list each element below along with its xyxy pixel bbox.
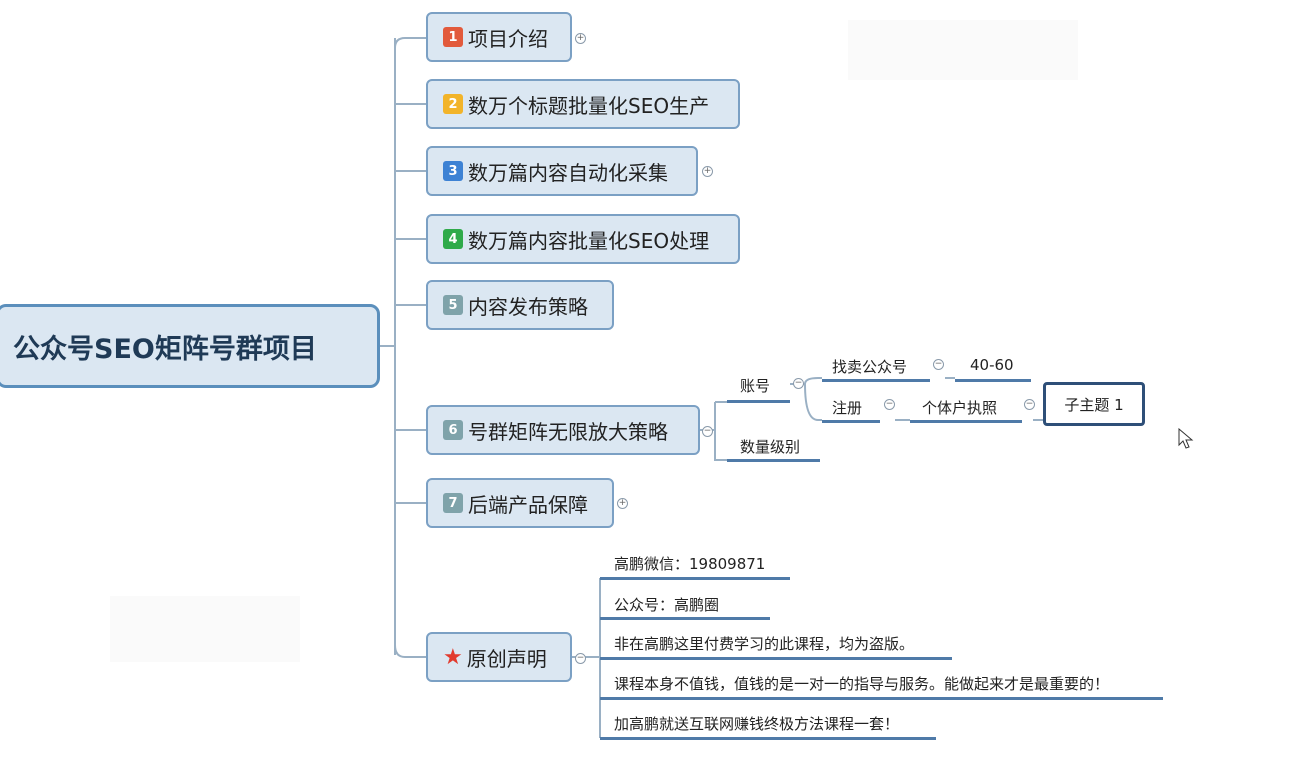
number-badge: 4 xyxy=(443,229,463,249)
topic-original-statement[interactable]: ★ 原创声明 xyxy=(426,632,572,682)
subtopic-account[interactable]: 账号 xyxy=(740,377,771,395)
statement-official-account[interactable]: 公众号：高鹏圈 xyxy=(614,596,720,614)
statement-wechat[interactable]: 高鹏微信：19809871 xyxy=(614,555,766,573)
topic-backend-products[interactable]: 7 后端产品保障 xyxy=(426,478,614,528)
topic-label: 后端产品保障 xyxy=(468,492,588,517)
subtopic-underline xyxy=(727,459,820,462)
subtopic-underline xyxy=(822,379,930,382)
number-badge: 7 xyxy=(443,493,463,513)
mouse-cursor-icon xyxy=(1178,428,1194,449)
subtopic-underline xyxy=(822,420,880,423)
number-badge: 1 xyxy=(443,27,463,47)
statement-piracy[interactable]: 非在高鹏这里付费学习的此课程，均为盗版。 xyxy=(614,635,915,653)
topic-label: 内容发布策略 xyxy=(468,294,588,319)
root-topic-label: 公众号SEO矩阵号群项目 xyxy=(13,333,317,365)
topic-label: 数万个标题批量化SEO生产 xyxy=(468,93,710,118)
topic-label: 数万篇内容自动化采集 xyxy=(468,160,668,185)
blurred-watermark xyxy=(848,20,1078,80)
collapse-icon[interactable]: − xyxy=(575,653,586,664)
number-badge: 2 xyxy=(443,94,463,114)
collapse-icon[interactable]: − xyxy=(702,426,713,437)
subtopic-selected[interactable]: 子主题 1 xyxy=(1043,382,1145,426)
collapse-icon[interactable]: − xyxy=(1024,399,1035,410)
subtopic-underline xyxy=(600,697,1163,700)
number-badge: 6 xyxy=(443,420,463,440)
subtopic-underline xyxy=(910,420,1022,423)
topic-publish-strategy[interactable]: 5 内容发布策略 xyxy=(426,280,614,330)
subtopic-underline xyxy=(600,737,936,740)
subtopic-underline xyxy=(955,379,1031,382)
subtopic-underline xyxy=(600,657,952,660)
topic-title-generation[interactable]: 2 数万个标题批量化SEO生产 xyxy=(426,79,740,129)
collapse-icon[interactable]: − xyxy=(884,399,895,410)
topic-project-intro[interactable]: 1 项目介绍 xyxy=(426,12,572,62)
expand-icon[interactable]: + xyxy=(575,33,586,44)
subtopic-register[interactable]: 注册 xyxy=(832,399,863,417)
statement-value[interactable]: 课程本身不值钱，值钱的是一对一的指导与服务。能做起来才是最重要的！ xyxy=(614,675,1110,693)
topic-label: 原创声明 xyxy=(466,646,547,671)
subtopic-underline xyxy=(600,617,770,620)
subtopic-selected-label: 子主题 1 xyxy=(1064,395,1124,414)
collapse-icon[interactable]: − xyxy=(933,359,944,370)
subtopic-business-license[interactable]: 个体户执照 xyxy=(922,399,998,417)
topic-content-seo[interactable]: 4 数万篇内容批量化SEO处理 xyxy=(426,214,740,264)
subtopic-quantity-level[interactable]: 数量级别 xyxy=(740,438,801,456)
topic-label: 项目介绍 xyxy=(468,26,548,51)
expand-icon[interactable]: + xyxy=(617,498,628,509)
expand-icon[interactable]: + xyxy=(702,166,713,177)
statement-bonus[interactable]: 加高鹏就送互联网赚钱终极方法课程一套！ xyxy=(614,715,900,733)
collapse-icon[interactable]: − xyxy=(793,378,804,389)
topic-label: 号群矩阵无限放大策略 xyxy=(468,419,668,444)
topic-matrix-strategy[interactable]: 6 号群矩阵无限放大策略 xyxy=(426,405,700,455)
subtopic-underline xyxy=(727,400,790,403)
number-badge: 5 xyxy=(443,295,463,315)
star-icon: ★ xyxy=(443,644,463,670)
subtopic-underline xyxy=(600,577,790,580)
subtopic-buy-account[interactable]: 找卖公众号 xyxy=(832,358,908,376)
number-badge: 3 xyxy=(443,161,463,181)
blurred-watermark xyxy=(110,596,300,662)
topic-label: 数万篇内容批量化SEO处理 xyxy=(468,228,710,253)
root-topic[interactable]: 公众号SEO矩阵号群项目 xyxy=(0,304,380,388)
subtopic-buy-value[interactable]: 40-60 xyxy=(970,356,1014,374)
topic-content-collection[interactable]: 3 数万篇内容自动化采集 xyxy=(426,146,698,196)
